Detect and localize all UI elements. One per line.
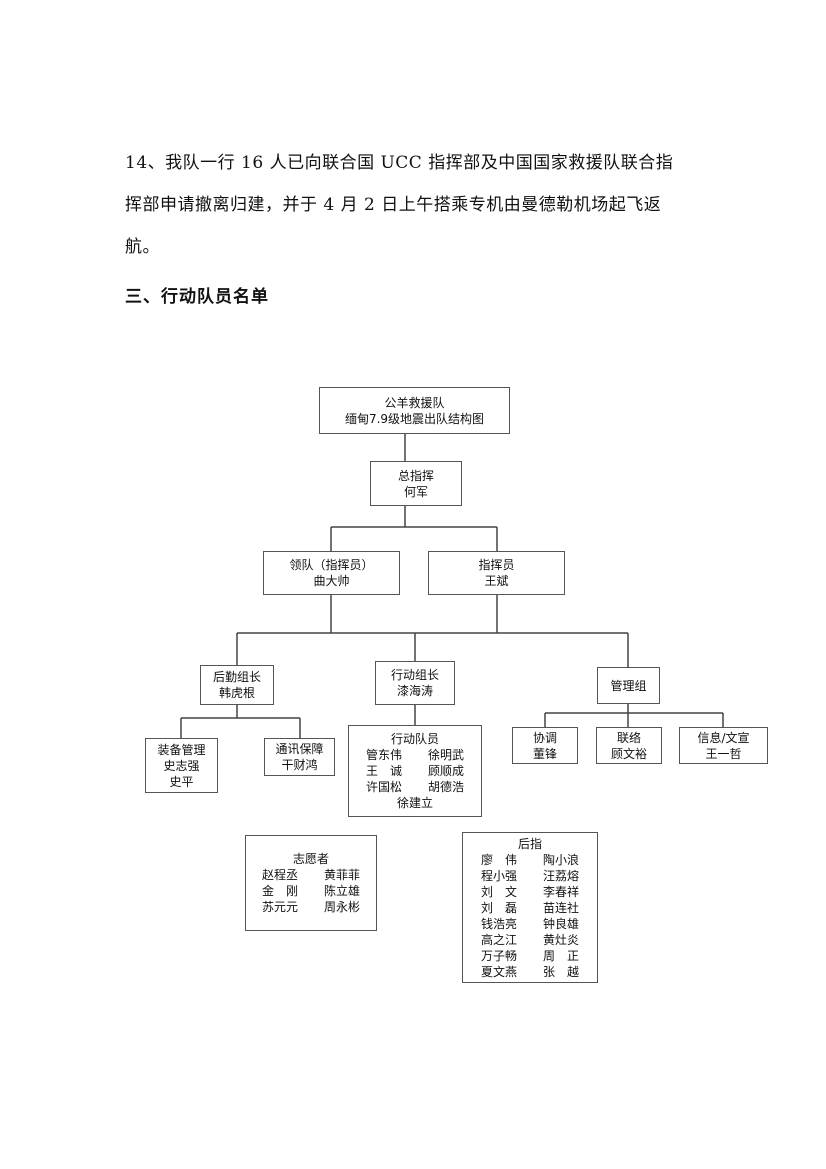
member-name: 黄灶炎	[543, 932, 580, 947]
member-name: 何军	[403, 484, 428, 499]
paragraph-line: 14、我队一行 16 人已向联合国 UCC 指挥部及中国国家救援队联合指	[125, 153, 674, 173]
paragraph-line: 挥部申请撤离归建，并于 4 月 2 日上午搭乘专机由曼德勒机场起飞返	[125, 195, 662, 215]
member-name: 许国松	[365, 780, 402, 794]
member-name: 廖 伟	[480, 852, 517, 867]
member-name: 顾文裕	[610, 746, 647, 761]
equipment-box: 装备管理 史志强 史平	[145, 738, 218, 793]
member-name: 徐明武	[428, 748, 465, 762]
role-title: 通讯保障	[275, 742, 324, 756]
role-title: 志愿者	[292, 852, 329, 866]
member-name: 胡德浩	[428, 780, 465, 794]
member-name: 管东伟	[365, 748, 402, 762]
member-name: 苗连社	[543, 900, 580, 915]
section-heading: 三、行动队员名单	[125, 287, 269, 307]
member-name: 干财鸿	[281, 758, 318, 772]
member-name: 苏元元	[261, 900, 298, 914]
member-list: 管东伟 徐明武 王 诚 顾顺成 许国松 胡德浩	[366, 747, 464, 795]
role-title: 领队（指挥员）	[289, 558, 374, 572]
root-box: 公羊救援队 缅甸7.9级地震出队结构图	[319, 387, 510, 434]
role-title: 协调	[532, 730, 557, 745]
member-name: 王一哲	[705, 746, 742, 761]
director-box: 指挥员 王斌	[428, 551, 565, 595]
member-list: 廖 伟 陶小浪 程小强 汪荔熔 刘 文 李春祥 刘 磊 苗连社 钱浩亮 钟良雄 …	[481, 852, 579, 980]
role-title: 后勤组长	[212, 670, 261, 684]
org-name: 公羊救援队	[384, 395, 445, 410]
member-name: 王 诚	[365, 764, 402, 778]
member-name: 汪荔熔	[543, 868, 580, 883]
member-name: 赵程丞	[261, 868, 298, 882]
member-name: 顾顺成	[428, 764, 465, 778]
member-name: 史平	[169, 774, 194, 789]
role-title: 指挥员	[478, 558, 515, 572]
coordination-box: 协调 董锋	[512, 727, 578, 764]
logistics-lead-box: 后勤组长 韩虎根	[200, 665, 274, 705]
member-name: 程小强	[480, 868, 517, 883]
comms-box: 通讯保障 干财鸿	[264, 738, 335, 776]
paragraph-line: 航。	[125, 237, 160, 257]
member-name: 金 刚	[261, 884, 298, 898]
member-name: 陈立雄	[324, 884, 361, 898]
liaison-box: 联络 顾文裕	[596, 727, 662, 764]
member-name: 万子畅	[480, 948, 517, 963]
role-title: 后指	[517, 836, 542, 851]
member-name: 高之江	[480, 932, 517, 947]
member-name: 曲大帅	[313, 574, 350, 588]
role-title: 管理组	[610, 678, 647, 693]
member-name: 夏文燕	[480, 964, 517, 979]
member-name: 钱浩亮	[480, 916, 517, 931]
role-title: 行动队员	[390, 732, 439, 746]
info-box: 信息/文宣 王一哲	[679, 727, 768, 764]
action-lead-box: 行动组长 漆海涛	[375, 661, 455, 705]
member-name: 王斌	[484, 574, 509, 588]
member-list: 赵程丞 黄菲菲 金 刚 陈立雄 苏元元 周永彬	[262, 867, 360, 915]
rear-command-box: 后指 廖 伟 陶小浪 程小强 汪荔熔 刘 文 李春祥 刘 磊 苗连社 钱浩亮 钟…	[462, 832, 598, 983]
member-name: 周 正	[543, 948, 580, 963]
role-title: 总指挥	[397, 468, 434, 483]
member-name: 李春祥	[543, 884, 580, 899]
role-title: 行动组长	[390, 668, 439, 682]
role-title: 联络	[616, 730, 641, 745]
role-title: 装备管理	[157, 742, 206, 757]
member-name: 周永彬	[324, 900, 361, 914]
member-name: 陶小浪	[543, 852, 580, 867]
commander-box: 总指挥 何军	[370, 461, 462, 506]
chart-title: 缅甸7.9级地震出队结构图	[344, 411, 485, 426]
member-name: 刘 磊	[480, 900, 517, 915]
management-box: 管理组	[597, 667, 660, 704]
member-name: 钟良雄	[543, 916, 580, 931]
member-name: 韩虎根	[218, 686, 255, 700]
role-title: 信息/文宣	[697, 730, 750, 745]
volunteers-box: 志愿者 赵程丞 黄菲菲 金 刚 陈立雄 苏元元 周永彬	[245, 835, 377, 931]
member-name: 张 越	[543, 964, 580, 979]
member-name: 黄菲菲	[324, 868, 361, 882]
member-name: 漆海涛	[396, 684, 433, 698]
body-paragraph: 14、我队一行 16 人已向联合国 UCC 指挥部及中国国家救援队联合指 挥部申…	[125, 142, 715, 268]
action-members-box: 行动队员 管东伟 徐明武 王 诚 顾顺成 许国松 胡德浩 徐建立	[348, 725, 482, 817]
member-name: 徐建立	[396, 796, 433, 810]
member-name: 刘 文	[480, 884, 517, 899]
leader-box: 领队（指挥员） 曲大帅	[263, 551, 400, 595]
member-name: 董锋	[532, 746, 557, 761]
member-name: 史志强	[163, 758, 200, 773]
